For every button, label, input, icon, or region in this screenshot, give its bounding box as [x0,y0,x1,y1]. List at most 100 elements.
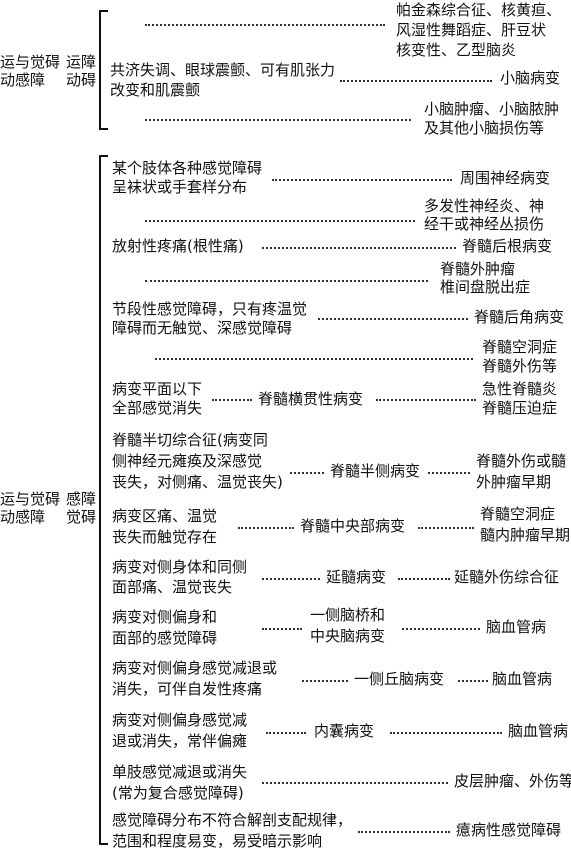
sensory-bracket-bottom-tick [99,843,108,845]
sensory-row-connector [212,399,252,401]
sensory-row-symptom-line: 病变对侧偏身感觉减 [112,711,248,729]
motor-bracket-top-tick [99,10,108,12]
sensory-row-connector [155,358,473,360]
sensory-row-connector [262,247,456,249]
sensory-row-result-line: 急性脊髓炎 [482,380,558,398]
sensory-row-symptom-line: 呈袜状或手套样分布 [112,178,248,196]
sensory-row-connector [145,280,428,282]
sensory-row-symptom-line: 退或消失，常伴偏瘫 [112,732,248,750]
sensory-row-connector [428,472,470,474]
sensory-row-result-line: 脑血管病 [508,722,569,740]
sensory-row-result-line: 椎间盘脱出症 [440,278,531,296]
sensory-row-symptom-line: 面部痛、温觉丧失 [112,578,233,596]
motor-row2-symptom-line2: 改变和肌震颤 [110,81,201,99]
motor-row1-connector [145,24,385,26]
sensory-row-connector [145,220,415,222]
sensory-row-symptom-line: 全部感觉消失 [112,399,203,417]
motor-row3-result-line2: 及其他小脑损伤等 [424,119,545,137]
sensory-row-symptom-line: 范围和程度易变，易受暗示影响 [112,832,323,850]
sensory-row-lesion-line: 一侧脑桥和 [310,606,386,624]
sensory-row-connector [402,628,480,630]
sensory-row-result-line: 脊髓外伤或髓 [476,452,567,470]
sensory-row-symptom-line: (常为复合感觉障碍) [112,784,244,802]
sensory-bracket-vertical [99,155,101,845]
motor-subcategory-label-line1: 运障 [66,53,97,71]
motor-bracket-vertical [99,10,101,130]
sensory-row-symptom-line: 病变平面以下 [112,380,203,398]
sensory-row-connector [262,578,320,580]
sensory-row-symptom-line: 脊髓半切综合征(病变同 [112,431,268,449]
sensory-row-symptom-line: 丧失而触觉存在 [112,528,218,546]
sensory-category-label-line2: 动感障 [0,508,46,526]
sensory-row-connector [358,831,450,833]
sensory-row-connector [376,399,476,401]
sensory-row-connector [302,680,348,682]
sensory-row-connector [318,318,468,320]
motor-row2-result: 小脑病变 [500,69,561,87]
sensory-row-symptom-line: 障碍而无触觉、深感觉障碍 [112,319,293,337]
sensory-row-connector [262,628,302,630]
sensory-row-result-line: 皮层肿瘤、外伤等 [454,772,571,790]
sensory-row-lesion-line: 脊髓中央部病变 [300,517,406,535]
sensory-row-connector [266,732,306,734]
sensory-row-result-line: 多发性神经炎、神 [424,197,545,215]
motor-category-label-line2: 动感障 [0,71,46,89]
sensory-row-result-line: 脊髓外肿瘤 [440,260,516,278]
sensory-row-result-line: 脑血管病 [486,618,547,636]
sensory-row-result-line: 脊髓外伤等 [482,357,558,375]
sensory-row-connector [390,732,502,734]
sensory-row-result-line: 延髓外伤综合征 [454,568,560,586]
motor-row3-connector [145,119,411,121]
motor-row2-symptom-line1: 共济失调、眼球震颤、可有肌张力 [110,61,336,79]
motor-row3-result-line1: 小脑肿瘤、小脑脓肿 [424,100,560,118]
sensory-row-symptom-line: 侧神经元瘫痪及深感觉 [112,452,263,470]
sensory-row-connector [458,680,488,682]
sensory-row-connector [398,578,450,580]
sensory-row-result-line: 脑血管病 [492,670,553,688]
motor-bracket-bottom-tick [99,128,108,130]
sensory-row-lesion-line: 脊髓半侧病变 [330,462,421,480]
sensory-row-connector [290,472,324,474]
motor-category-label-line1: 运与觉碍 [0,53,61,71]
motor-row2-connector [340,80,492,82]
sensory-row-result-line: 脊髓后角病变 [474,308,565,326]
sensory-row-result-line: 脊髓空洞症 [480,505,556,523]
sensory-row-symptom-line: 感觉障碍分布不符合解剖支配规律， [112,811,353,829]
sensory-row-connector [418,527,474,529]
sensory-row-symptom-line: 病变对侧偏身和 [112,608,218,626]
sensory-row-result-line: 脊髓压迫症 [482,399,558,417]
sensory-row-symptom-line: 病变区痛、温觉 [112,507,218,525]
sensory-subcategory-label-line2: 觉碍 [66,508,97,526]
sensory-category-label-line1: 运与觉碍 [0,490,61,508]
motor-row1-result-line2: 风湿性舞蹈症、肝豆状 [396,21,547,39]
sensory-row-lesion-line: 中央脑病变 [310,627,386,645]
sensory-bracket-top-tick [99,155,108,157]
sensory-row-result-line: 髓内肿瘤早期 [480,526,571,544]
sensory-row-symptom-line: 面部的感觉障碍 [112,629,218,647]
sensory-row-result-line: 经干或神经丛损伤 [424,215,545,233]
motor-subcategory-label-line2: 动碍 [66,71,97,89]
sensory-row-symptom-line: 病变对侧身体和同侧 [112,558,248,576]
sensory-row-result-line: 脊髓后根病变 [462,237,553,255]
sensory-row-connector [272,179,452,181]
sensory-row-symptom-line: 单肢感觉减退或消失 [112,763,248,781]
sensory-row-lesion-line: 内囊病变 [314,722,375,740]
sensory-subcategory-label-line1: 感障 [66,490,97,508]
motor-row1-result-line1: 帕金森综合征、核黄疸、 [396,1,562,19]
sensory-row-lesion-line: 脊髓横贯性病变 [258,390,364,408]
sensory-row-lesion-line: 延髓病变 [326,568,387,586]
sensory-row-connector [262,782,448,784]
sensory-row-symptom-line: 丧失，对侧痛、温觉丧失) [112,473,283,491]
sensory-row-result-line: 癔病性感觉障碍 [456,821,562,839]
sensory-row-symptom-line: 节段性感觉障碍，只有疼温觉 [112,300,308,318]
motor-row1-result-line3: 核变性、乙型脑炎 [396,41,517,59]
sensory-row-symptom-line: 消失，可伴自发性疼痛 [112,680,263,698]
sensory-row-symptom-line: 放射性疼痛(根性痛) [112,237,244,255]
sensory-row-result-line: 外肿瘤早期 [476,473,552,491]
sensory-row-lesion-line: 一侧丘脑病变 [354,670,445,688]
sensory-row-connector [238,527,294,529]
sensory-row-result-line: 脊髓空洞症 [482,338,558,356]
sensory-row-symptom-line: 某个肢体各种感觉障碍 [112,159,263,177]
sensory-row-symptom-line: 病变对侧偏身感觉减退或 [112,659,278,677]
